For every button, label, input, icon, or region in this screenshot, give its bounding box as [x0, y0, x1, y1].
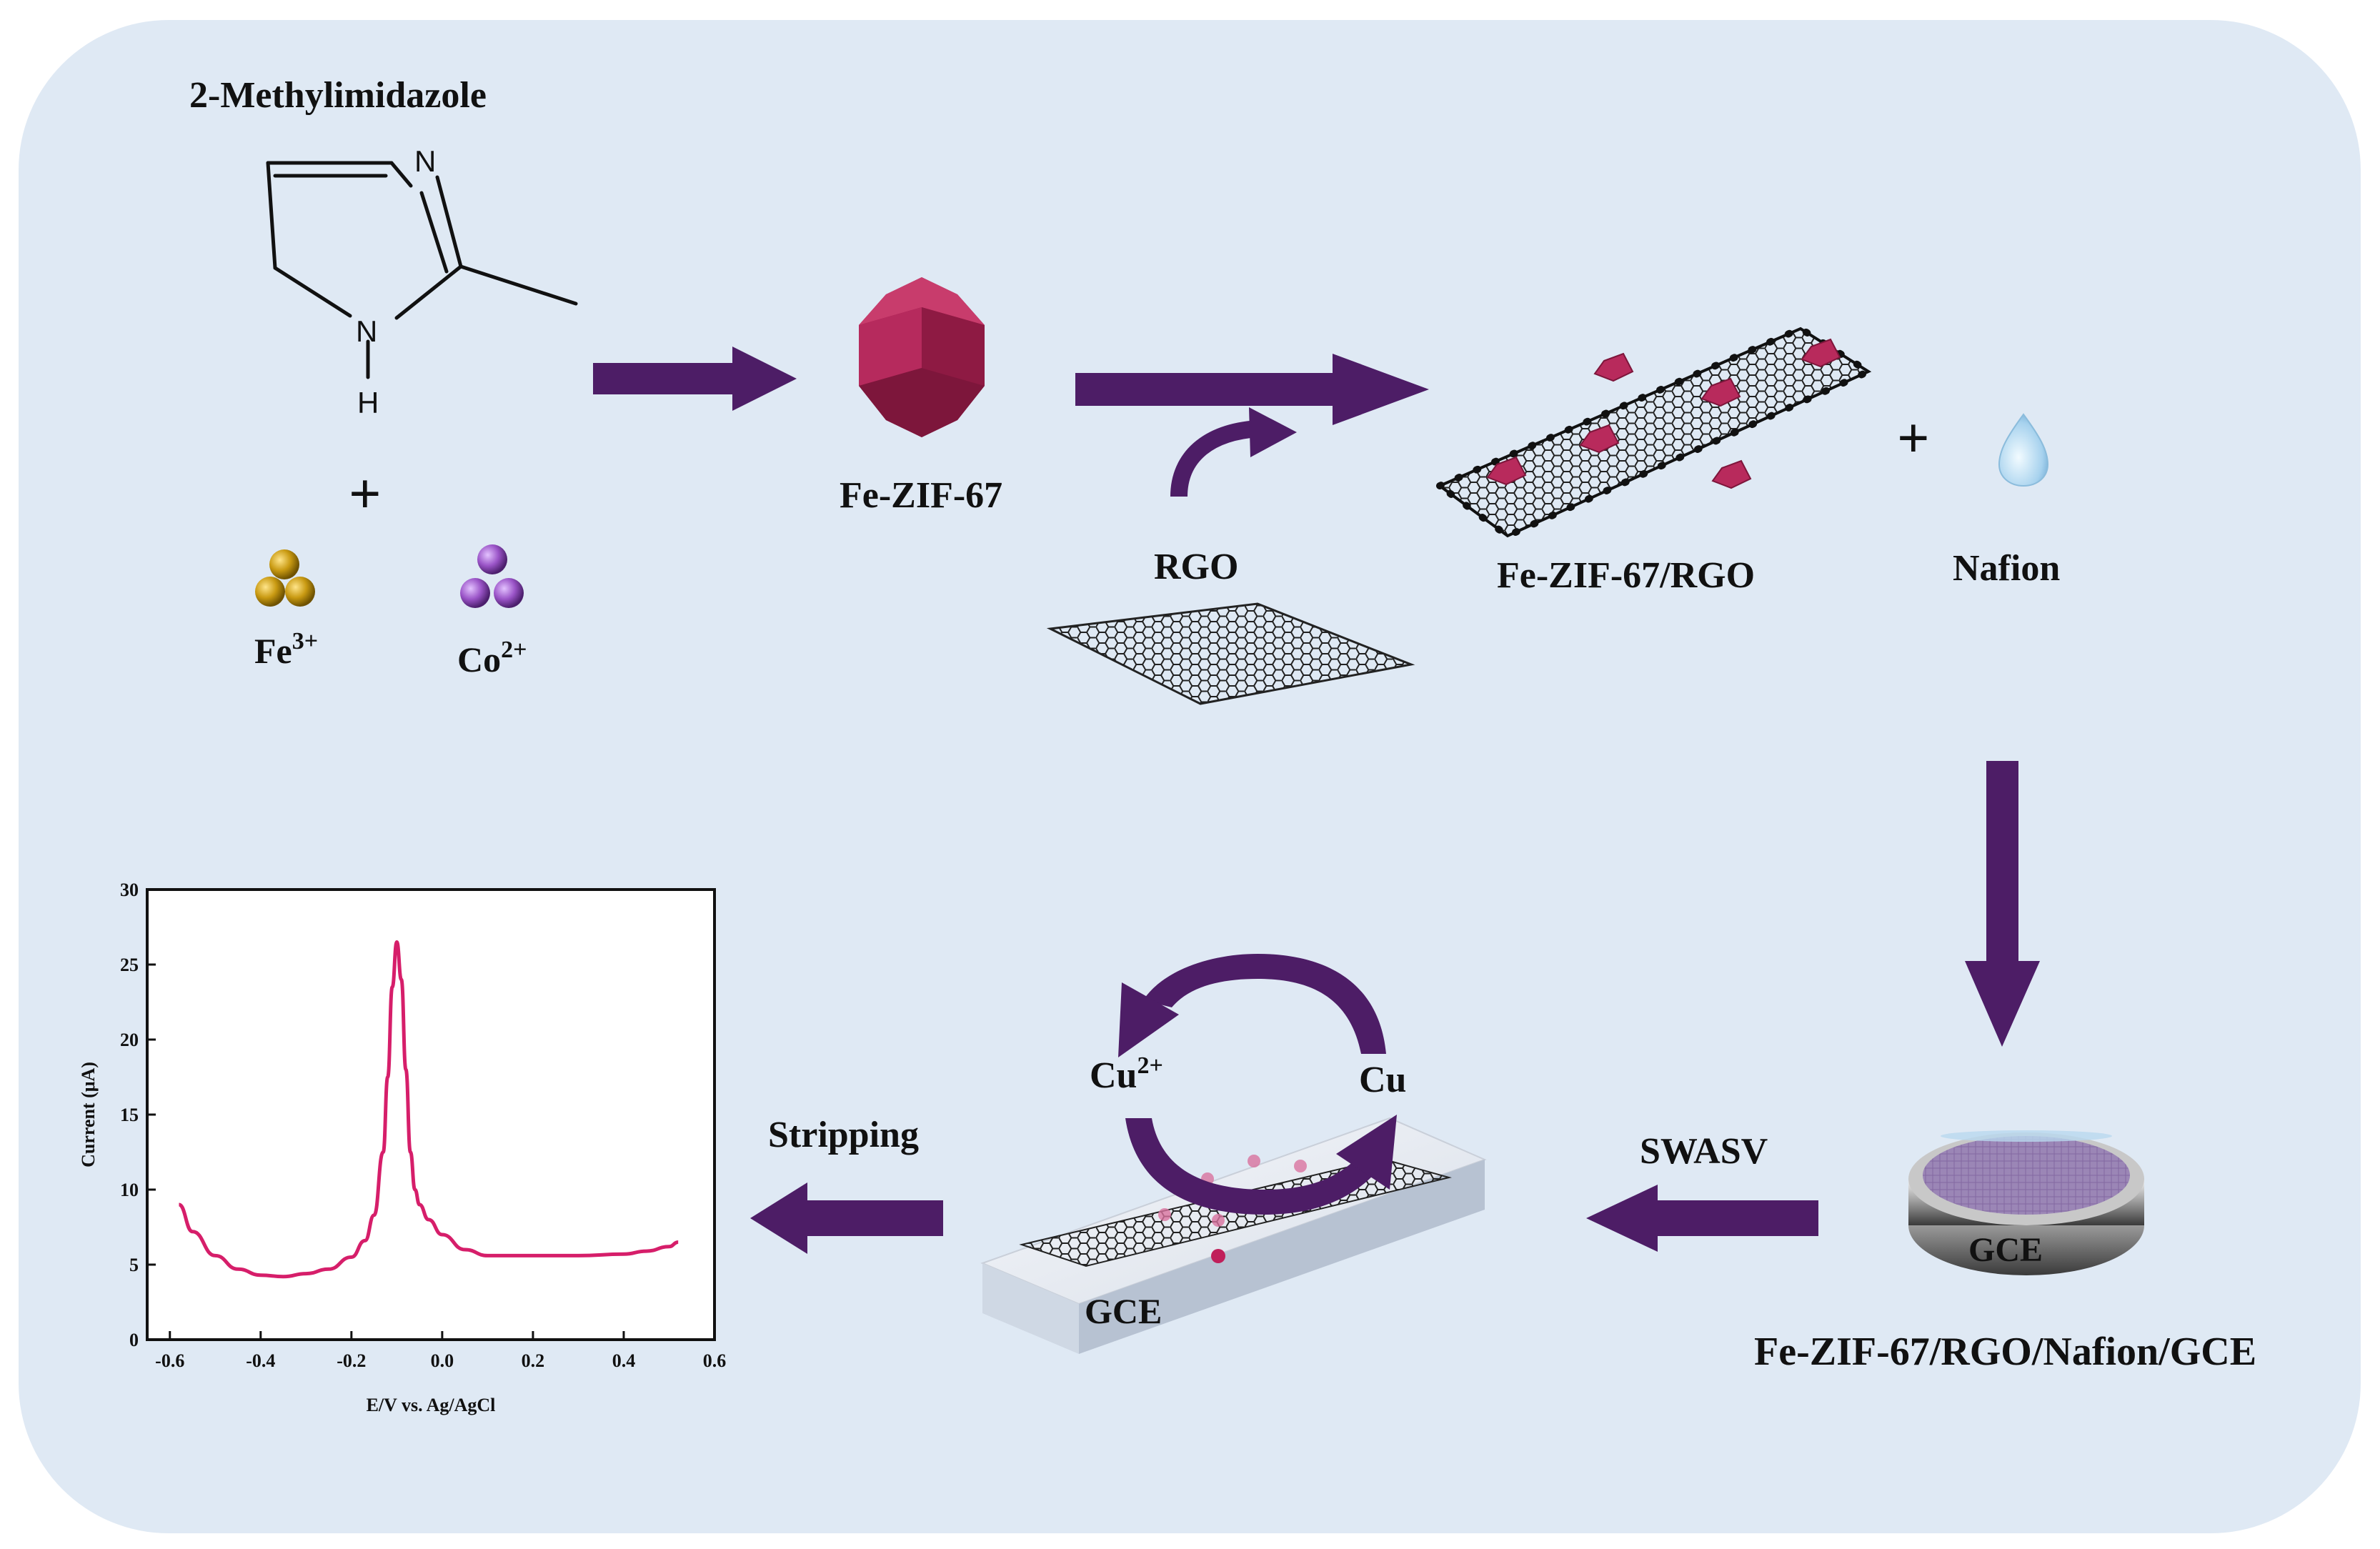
stripping-arrow [750, 1182, 943, 1254]
chart-x-tick-label: 0.6 [703, 1350, 727, 1371]
voltammogram-chart: -0.6 -0.4 -0.2 0.0 0.2 0.4 0.6 0 5 10 15 20 25 30 E/… [78, 880, 726, 1415]
rgo-sheet-icon [1046, 602, 1415, 705]
electrode-cap-label: GCE [1968, 1231, 2043, 1269]
cu-metal-label: Cu [1359, 1060, 1406, 1100]
fe-zif-67-crystal-icon [859, 277, 985, 437]
swasv-label: SWASV [1640, 1131, 1768, 1172]
fe-ion-label: Fe3+ [254, 628, 318, 671]
chart-x-axis-label: E/V vs. Ag/AgCl [367, 1395, 496, 1415]
arrow-to-composite [1075, 354, 1429, 425]
fe-ion-icon [255, 549, 315, 607]
hydrogen-atom: H [357, 386, 379, 419]
nafion-drop-icon [1998, 413, 2049, 487]
plus-sign-nafion: + [1897, 407, 1930, 470]
plus-sign-reactants: + [349, 463, 382, 526]
chart-y-tick-label: 30 [120, 880, 139, 900]
methylimidazole-label: 2-Methylimidazole [189, 75, 487, 116]
chart-x-tick-label: -0.6 [155, 1350, 184, 1371]
chart-y-tick-label: 15 [120, 1105, 139, 1125]
nitrogen-top-atom: N [414, 144, 436, 178]
chart-y-tick-label: 10 [120, 1180, 139, 1200]
rgo-label: RGO [1154, 547, 1238, 587]
gce-plate-label: GCE [1085, 1291, 1162, 1331]
chart-frame [146, 888, 716, 1341]
chart-y-tick-label: 25 [120, 955, 139, 975]
stripping-label: Stripping [768, 1115, 919, 1155]
chart-x-tick-label: -0.4 [246, 1350, 275, 1371]
fe-zif-67-rgo-composite-icon [1433, 324, 1876, 540]
chart-y-tick-label: 5 [129, 1255, 139, 1275]
nitrogen-nh-atom: N [356, 314, 377, 348]
fe-zif-67-label: Fe-ZIF-67 [840, 475, 1002, 516]
nafion-label: Nafion [1953, 548, 2060, 589]
chart-y-tick-label: 20 [120, 1030, 139, 1050]
cu-ion-label: Cu2+ [1090, 1052, 1163, 1096]
gce-electrode-icon [1908, 1130, 2144, 1275]
arrow-to-fe-zif [593, 347, 797, 411]
composite-label: Fe-ZIF-67/RGO [1497, 555, 1755, 596]
co-ion-icon [460, 544, 524, 608]
chart-y-axis-label: Current (μA) [78, 1062, 99, 1167]
methylimidazole-structure [266, 161, 578, 379]
co-ion-label: Co2+ [457, 637, 527, 679]
redox-cycle-arrows [1118, 954, 1397, 1215]
final-electrode-label: Fe-ZIF-67/RGO/Nafion/GCE [1754, 1330, 2256, 1374]
chart-x-tick-label: 0.0 [431, 1350, 454, 1371]
arrow-to-electrode [1965, 761, 2040, 1047]
chart-y-tick-label: 0 [129, 1330, 139, 1350]
chart-series-line [178, 940, 679, 1279]
chart-x-tick-label: 0.2 [522, 1350, 545, 1371]
chart-x-tick-label: 0.4 [612, 1350, 636, 1371]
swasv-arrow [1586, 1185, 1818, 1252]
chart-x-tick-label: -0.2 [337, 1350, 366, 1371]
rgo-addition-arrow [1170, 407, 1297, 497]
